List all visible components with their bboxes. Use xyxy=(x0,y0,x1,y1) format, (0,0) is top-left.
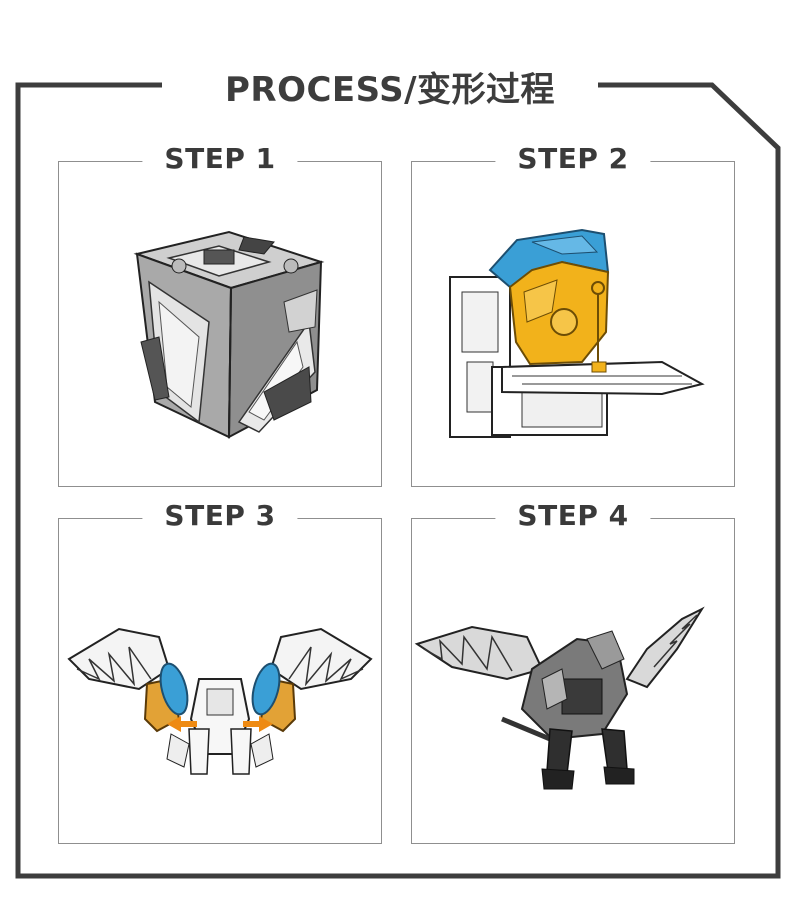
step-3-panel: STEP 3 xyxy=(58,499,382,844)
page-title: PROCESS/变形过程 xyxy=(190,62,590,111)
cube-form-figure xyxy=(133,230,325,439)
step-4-label: STEP 4 xyxy=(495,499,651,532)
wings-spread-figure xyxy=(67,627,373,775)
step-1-label: STEP 1 xyxy=(142,142,298,175)
griffin-robot-figure xyxy=(414,606,705,790)
step-2-panel: STEP 2 xyxy=(411,142,735,487)
step-1-panel: STEP 1 xyxy=(58,142,382,487)
step-4-panel: STEP 4 xyxy=(411,499,735,844)
step-3-label: STEP 3 xyxy=(142,499,298,532)
step-2-label: STEP 2 xyxy=(495,142,651,175)
folded-form-figure xyxy=(449,228,705,438)
